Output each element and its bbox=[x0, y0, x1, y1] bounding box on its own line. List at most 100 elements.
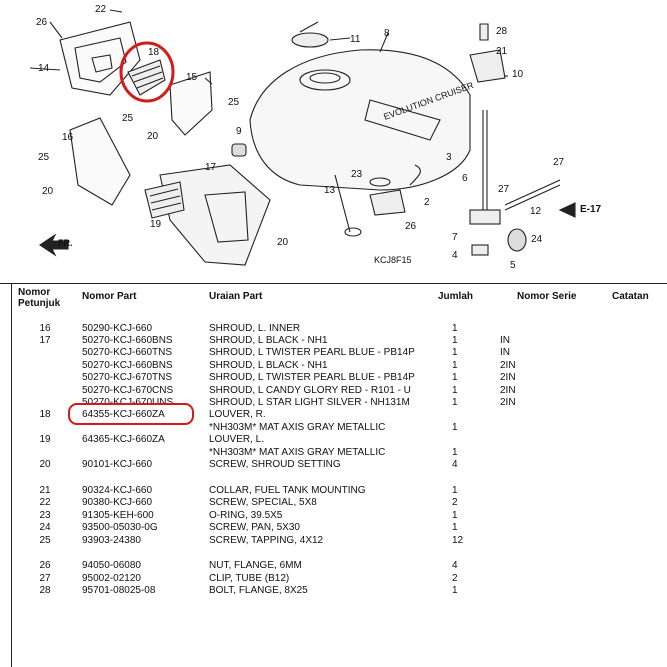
front-label: FR. bbox=[58, 238, 73, 248]
table-left-border bbox=[11, 283, 12, 667]
row-part-number: 50290-KCJ-660 bbox=[82, 323, 153, 334]
table-top-border bbox=[0, 283, 667, 284]
row-description: SCREW, SHROUD SETTING bbox=[209, 459, 341, 470]
ref-label: E-17 bbox=[580, 204, 602, 215]
fuel-tank-shroud-illustration: 26 22 14 18 25 15 25 20 16 25 20 17 9 19… bbox=[29, 4, 602, 271]
row-part-number: 50270-KCJ-670UNS bbox=[82, 397, 174, 408]
header-desc: Uraian Part bbox=[209, 291, 263, 302]
row-quantity: 1 bbox=[452, 522, 458, 533]
row-part-number: 64365-KCJ-660ZA bbox=[82, 434, 165, 445]
row-ref: 18 bbox=[39, 409, 51, 420]
callout-number: 20 bbox=[42, 186, 54, 197]
row-description: LOUVER, R. bbox=[209, 409, 266, 420]
row-part-number: 50270-KCJ-670TNS bbox=[82, 372, 173, 383]
row-part-number: 90324-KCJ-660 bbox=[82, 485, 153, 496]
header-part: Nomor Part bbox=[82, 291, 137, 302]
callout-number: 27 bbox=[553, 157, 565, 168]
row-quantity: 1 bbox=[452, 372, 458, 383]
callout-number: 25 bbox=[228, 97, 240, 108]
part-18-highlight bbox=[68, 403, 194, 425]
row-part-number: 91305-KEH-600 bbox=[82, 510, 154, 521]
row-serial: IN bbox=[500, 335, 510, 346]
callout-number: 10 bbox=[512, 69, 524, 80]
callout-number: 9 bbox=[236, 126, 242, 137]
callout-number: 27 bbox=[498, 184, 510, 195]
parts-table: Nomor Petunjuk Nomor Part Uraian Part Ju… bbox=[0, 283, 667, 667]
callout-number: 11 bbox=[350, 34, 361, 45]
row-description: CLIP, TUBE (B12) bbox=[209, 573, 290, 584]
row-quantity: 1 bbox=[452, 335, 458, 346]
header-qty: Jumlah bbox=[438, 291, 474, 302]
row-description: BOLT, FLANGE, 8X25 bbox=[209, 585, 308, 596]
row-quantity: 1 bbox=[452, 347, 458, 358]
row-ref: 26 bbox=[39, 560, 51, 571]
callout-number: 14 bbox=[38, 63, 50, 74]
row-description: SCREW, SPECIAL, 5X8 bbox=[209, 497, 317, 508]
row-ref: 23 bbox=[39, 510, 51, 521]
row-description: *NH303M* MAT AXIS GRAY METALLIC bbox=[209, 447, 386, 458]
callout-number: 8 bbox=[384, 28, 390, 39]
row-description: SHROUD, L STAR LIGHT SILVER - NH131M bbox=[209, 397, 410, 408]
callout-number: 24 bbox=[531, 234, 543, 245]
callout-number: 25 bbox=[38, 152, 50, 163]
row-description: SHROUD, L TWISTER PEARL BLUE - PB14P bbox=[209, 372, 415, 383]
row-description: SHROUD, L BLACK - NH1 bbox=[209, 360, 328, 371]
row-description: LOUVER, L. bbox=[209, 434, 265, 445]
row-description: SHROUD, L BLACK - NH1 bbox=[209, 335, 328, 346]
row-ref: 21 bbox=[39, 485, 51, 496]
row-quantity: 4 bbox=[452, 560, 458, 571]
row-ref: 19 bbox=[39, 434, 51, 445]
row-part-number: 50270-KCJ-660BNS bbox=[82, 360, 173, 371]
row-ref: 28 bbox=[39, 585, 51, 596]
row-ref: 17 bbox=[39, 335, 51, 346]
row-ref: 24 bbox=[39, 522, 51, 533]
row-ref: 16 bbox=[39, 323, 51, 334]
callout-number: 20 bbox=[147, 131, 159, 142]
callout-number: 15 bbox=[186, 72, 198, 83]
row-ref: 27 bbox=[39, 573, 51, 584]
row-ref: 25 bbox=[39, 535, 51, 546]
row-part-number: 94050-06080 bbox=[82, 560, 141, 571]
row-serial: 2IN bbox=[500, 397, 516, 408]
row-quantity: 1 bbox=[452, 397, 458, 408]
row-quantity: 2 bbox=[452, 497, 458, 508]
row-quantity: 1 bbox=[452, 447, 458, 458]
diagram-code: KCJ8F15 bbox=[374, 255, 412, 265]
row-description: SHROUD, L. INNER bbox=[209, 323, 301, 334]
header-serial: Nomor Serie bbox=[517, 291, 577, 302]
row-part-number: 90101-KCJ-660 bbox=[82, 459, 153, 470]
callout-number: 17 bbox=[205, 162, 217, 173]
row-part-number: 50270-KCJ-660TNS bbox=[82, 347, 173, 358]
row-description: SHROUD, L CANDY GLORY RED - R101 - U bbox=[209, 385, 411, 396]
row-part-number: 50270-KCJ-660BNS bbox=[82, 335, 173, 346]
row-ref: 20 bbox=[39, 459, 51, 470]
row-description: COLLAR, FUEL TANK MOUNTING bbox=[209, 485, 366, 496]
row-part-number: 93500-05030-0G bbox=[82, 522, 158, 533]
callout-number: 20 bbox=[277, 237, 289, 248]
row-part-number: 95002-02120 bbox=[82, 573, 141, 584]
callout-number: 13 bbox=[324, 185, 336, 196]
row-quantity: 1 bbox=[452, 585, 458, 596]
row-part-number: 90380-KCJ-660 bbox=[82, 497, 153, 508]
callout-number: 12 bbox=[530, 206, 542, 217]
row-description: SHROUD, L TWISTER PEARL BLUE - PB14P bbox=[209, 347, 415, 358]
callout-number: 18 bbox=[148, 47, 160, 58]
row-part-number: 64355-KCJ-660ZA bbox=[82, 409, 165, 420]
row-quantity: 1 bbox=[452, 360, 458, 371]
header-ref: Nomor Petunjuk bbox=[18, 287, 61, 309]
callout-number: 7 bbox=[452, 232, 458, 243]
row-part-number: 50270-KCJ-670CNS bbox=[82, 385, 174, 396]
row-part-number: 95701-08025-08 bbox=[82, 585, 156, 596]
callout-number: 4 bbox=[452, 250, 458, 261]
callout-number: 26 bbox=[405, 221, 417, 232]
row-ref: 22 bbox=[39, 497, 51, 508]
header-note: Catatan bbox=[612, 291, 649, 302]
row-part-number: 93903-24380 bbox=[82, 535, 141, 546]
row-quantity: 1 bbox=[452, 323, 458, 334]
callout-number: 6 bbox=[462, 173, 468, 184]
row-quantity: 1 bbox=[452, 385, 458, 396]
row-quantity: 1 bbox=[452, 422, 458, 433]
row-description: SCREW, TAPPING, 4X12 bbox=[209, 535, 324, 546]
row-description: NUT, FLANGE, 6MM bbox=[209, 560, 302, 571]
row-quantity: 2 bbox=[452, 573, 458, 584]
